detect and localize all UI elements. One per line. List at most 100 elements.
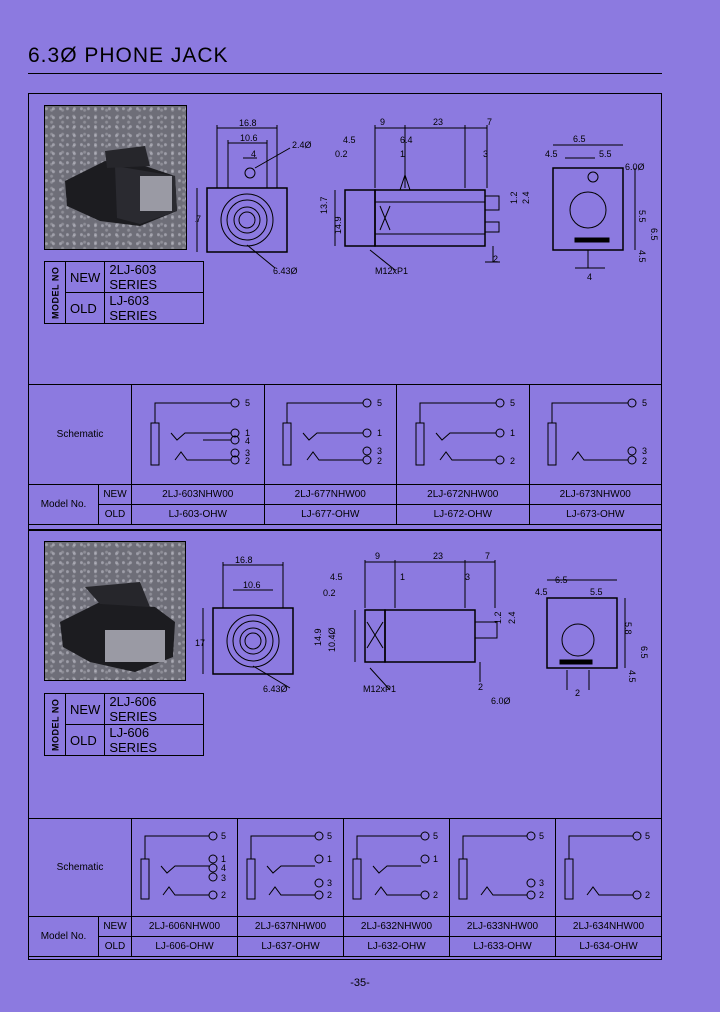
svg-text:0.2: 0.2: [335, 149, 348, 159]
pin-label: 1: [510, 428, 515, 438]
schematic-diagram-1: 5 1 4 3 2: [150, 398, 250, 466]
svg-text:23: 23: [433, 117, 443, 127]
svg-text:17: 17: [195, 638, 205, 648]
svg-text:13.7: 13.7: [319, 196, 329, 214]
svg-text:3: 3: [465, 572, 470, 582]
pin-label: 5: [433, 831, 438, 841]
schematic-cell: 5 1 4 3 2: [131, 384, 265, 485]
new-series: 2LJ-606 SERIES: [104, 693, 204, 725]
old-model: LJ-673-OHW: [528, 504, 662, 525]
svg-text:6.43Ø: 6.43Ø: [263, 684, 288, 694]
new-model: 2LJ-672NHW00: [396, 484, 530, 505]
schematic-cell: 5 1 2: [396, 384, 530, 485]
old-model: LJ-606-OHW: [131, 936, 238, 957]
svg-text:7: 7: [485, 551, 490, 561]
old-series: LJ-606 SERIES: [104, 724, 204, 756]
svg-text:14.9: 14.9: [333, 216, 343, 234]
schematic-label: Schematic: [28, 818, 132, 917]
svg-text:6.4: 6.4: [400, 135, 413, 145]
svg-text:16.8: 16.8: [235, 555, 253, 565]
schematic-cell: 5 1 4 3 2: [131, 818, 238, 917]
schematic-diagram-4: 5 3 2: [547, 398, 647, 466]
pin-label: 5: [645, 831, 650, 841]
svg-text:4: 4: [251, 149, 256, 159]
svg-text:7: 7: [487, 117, 492, 127]
svg-text:23: 23: [433, 551, 443, 561]
side-view: [334, 125, 500, 271]
pin-label: 1: [245, 428, 250, 438]
schematic-diagram-5: 5 2: [564, 831, 650, 900]
model-no-header: MODEL NO: [44, 693, 66, 756]
new-model: 2LJ-633NHW00: [449, 916, 556, 937]
old-label: OLD: [64, 724, 106, 756]
svg-text:M12xP1: M12xP1: [363, 684, 396, 694]
schematic-diagram-2: 5 1 3 2: [282, 398, 382, 466]
section1-product-photo: [44, 105, 187, 250]
schematic-cell: 5 2: [555, 818, 662, 917]
old-model: LJ-672-OHW: [396, 504, 530, 525]
front-view: [196, 125, 291, 269]
pin-label: 3: [221, 873, 226, 883]
svg-text:10.4Ø: 10.4Ø: [327, 627, 337, 652]
svg-text:10.6: 10.6: [240, 133, 258, 143]
new-model: 2LJ-634NHW00: [555, 916, 662, 937]
svg-text:4.5: 4.5: [330, 572, 343, 582]
new-model: 2LJ-603NHW00: [131, 484, 265, 505]
new-model: 2LJ-606NHW00: [131, 916, 238, 937]
svg-text:2: 2: [493, 254, 498, 264]
svg-text:2: 2: [478, 682, 483, 692]
svg-text:2: 2: [575, 688, 580, 698]
schematic-cell: 5 3 2: [528, 384, 662, 485]
schematic-cell: 5 1 2: [343, 818, 450, 917]
new-row-label: NEW: [98, 484, 132, 505]
schematic-cell: 5 1 3 2: [263, 384, 397, 485]
schematic-diagram-2: 5 1 3 2: [246, 831, 332, 900]
pin-label: 2: [245, 456, 250, 466]
front-view-labels: 16.8 10.6 17 6.43Ø: [195, 555, 288, 694]
pin-label: 2: [510, 456, 515, 466]
section1-model-table: MODEL NO NEW 2LJ-603 SERIES OLD LJ-603 S…: [44, 261, 204, 324]
jack-photo-shape: [65, 146, 177, 226]
pin-label: 5: [327, 831, 332, 841]
new-label: NEW: [64, 261, 106, 293]
old-model: LJ-634-OHW: [555, 936, 662, 957]
end-view: [546, 579, 626, 690]
svg-text:6.43Ø: 6.43Ø: [273, 266, 298, 276]
pin-label: 3: [327, 878, 332, 888]
pin-label: 3: [642, 446, 647, 456]
section2-schematic-table: Schematic 5 1 4 3 2 5: [28, 818, 662, 957]
new-model: 2LJ-632NHW00: [343, 916, 450, 937]
model-no-label: Model No.: [28, 916, 99, 957]
page-title: 6.3Ø PHONE JACK: [28, 44, 229, 67]
pin-label: 2: [221, 890, 226, 900]
old-row-label: OLD: [98, 504, 132, 525]
old-model: LJ-632-OHW: [343, 936, 450, 957]
pin-label: 5: [539, 831, 544, 841]
svg-text:5.5: 5.5: [599, 149, 612, 159]
svg-text:4.5: 4.5: [535, 587, 548, 597]
svg-text:2.4Ø: 2.4Ø: [292, 140, 312, 150]
new-model: 2LJ-637NHW00: [237, 916, 344, 937]
pin-label: 3: [245, 448, 250, 458]
pin-label: 1: [433, 854, 438, 864]
side-view: [354, 560, 498, 691]
schematic-diagram-3: 5 1 2: [415, 398, 515, 466]
new-label: NEW: [64, 693, 106, 725]
svg-text:1: 1: [400, 572, 405, 582]
svg-text:M12xP1: M12xP1: [375, 266, 408, 276]
schematic-diagram-4: 5 3 2: [458, 831, 544, 900]
pin-label: 5: [642, 398, 647, 408]
pin-label: 5: [510, 398, 515, 408]
new-row-label: NEW: [98, 916, 132, 937]
model-no-header: MODEL NO: [44, 261, 66, 324]
svg-text:10.6: 10.6: [243, 580, 261, 590]
pin-label: 4: [245, 436, 250, 446]
pin-label: 2: [327, 890, 332, 900]
svg-text:4.5: 4.5: [343, 135, 356, 145]
schematic-cell: 5 3 2: [449, 818, 556, 917]
pin-label: 2: [645, 890, 650, 900]
pin-label: 2: [377, 456, 382, 466]
schematic-diagram-3: 5 1 2: [352, 831, 438, 900]
